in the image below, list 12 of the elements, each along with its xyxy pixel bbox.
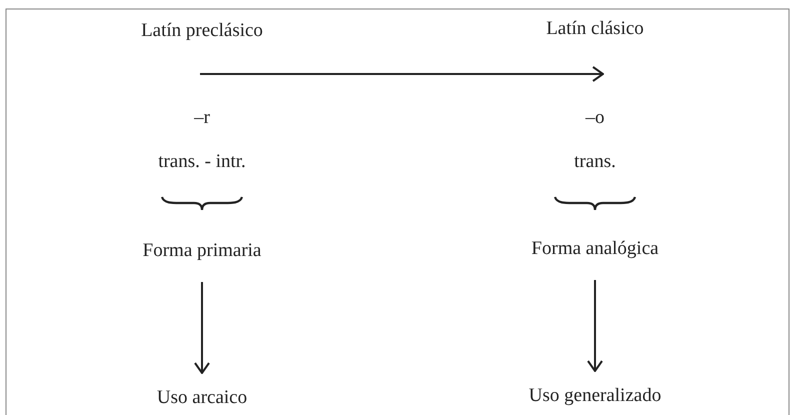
column-heading: Latín clásico [546, 18, 644, 40]
usage-label: Uso arcaico [156, 387, 248, 409]
arrow [587, 280, 603, 372]
verb-type-label: trans. [574, 151, 616, 173]
form-label: Forma analógica [531, 238, 659, 260]
usage-label: Uso generalizado [528, 385, 662, 407]
ending-label: –o [586, 107, 604, 129]
form-label: Forma primaria [142, 240, 262, 262]
ending-label: –r [194, 107, 210, 129]
verb-type-label: trans. - intr. [158, 151, 246, 173]
arrow [194, 282, 210, 374]
column-heading: Latín preclásico [141, 20, 263, 42]
